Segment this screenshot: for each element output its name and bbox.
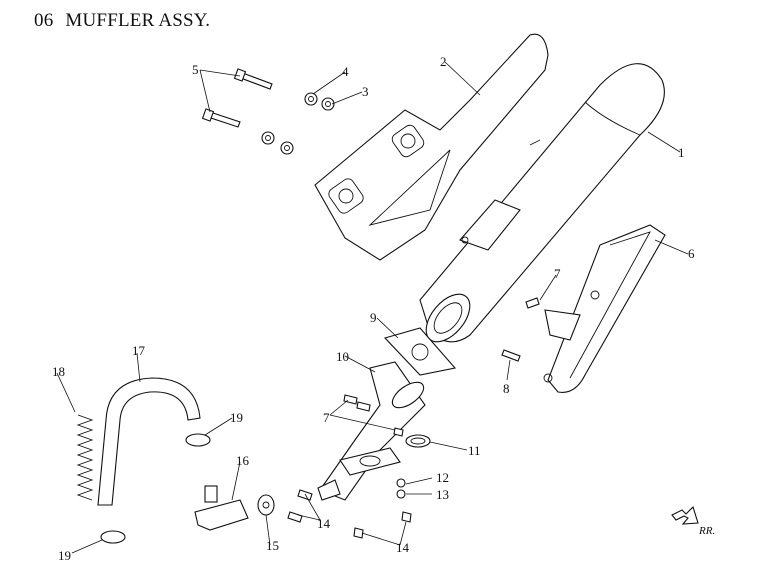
callout-3: 3 bbox=[362, 84, 369, 99]
muffler-bracket bbox=[501, 224, 666, 393]
callout-6: 6 bbox=[688, 246, 695, 261]
callout-14a: 14 bbox=[317, 516, 331, 531]
callout-4: 4 bbox=[342, 64, 349, 79]
callout-18: 18 bbox=[52, 364, 65, 379]
exhaust-pipe-assembly bbox=[287, 327, 457, 539]
mounting-bolts bbox=[201, 68, 335, 155]
muffler-body bbox=[419, 63, 665, 343]
callout-17: 17 bbox=[132, 343, 146, 358]
callout-2: 2 bbox=[440, 54, 447, 69]
callout-13: 13 bbox=[436, 487, 449, 502]
callout-11: 11 bbox=[468, 443, 481, 458]
callout-10: 10 bbox=[336, 349, 349, 364]
callout-19a: 19 bbox=[230, 410, 243, 425]
direction-arrow-icon bbox=[671, 505, 699, 525]
callout-19b: 19 bbox=[58, 548, 71, 563]
callout-16: 16 bbox=[236, 453, 250, 468]
callout-9: 9 bbox=[370, 310, 377, 325]
leader-lines bbox=[56, 61, 689, 554]
callout-12: 12 bbox=[436, 470, 449, 485]
callout-labels: 1 2 3 4 5 6 7 7 8 9 10 11 12 13 14 14 15… bbox=[52, 54, 695, 563]
hose-assembly bbox=[76, 377, 275, 544]
heat-shield bbox=[314, 33, 549, 261]
callout-14b: 14 bbox=[396, 540, 410, 555]
diagram-header: 06 MUFFLER ASSY. bbox=[34, 10, 210, 32]
diagram-title: MUFFLER ASSY. bbox=[65, 10, 211, 31]
callout-15: 15 bbox=[266, 538, 279, 553]
direction-label: RR. bbox=[698, 525, 715, 537]
section-number: 06 bbox=[34, 10, 54, 31]
callout-8: 8 bbox=[503, 381, 510, 396]
callout-7b: 7 bbox=[323, 410, 330, 425]
callout-7a: 7 bbox=[554, 266, 561, 281]
callout-1: 1 bbox=[678, 145, 685, 160]
callout-5: 5 bbox=[192, 62, 199, 77]
